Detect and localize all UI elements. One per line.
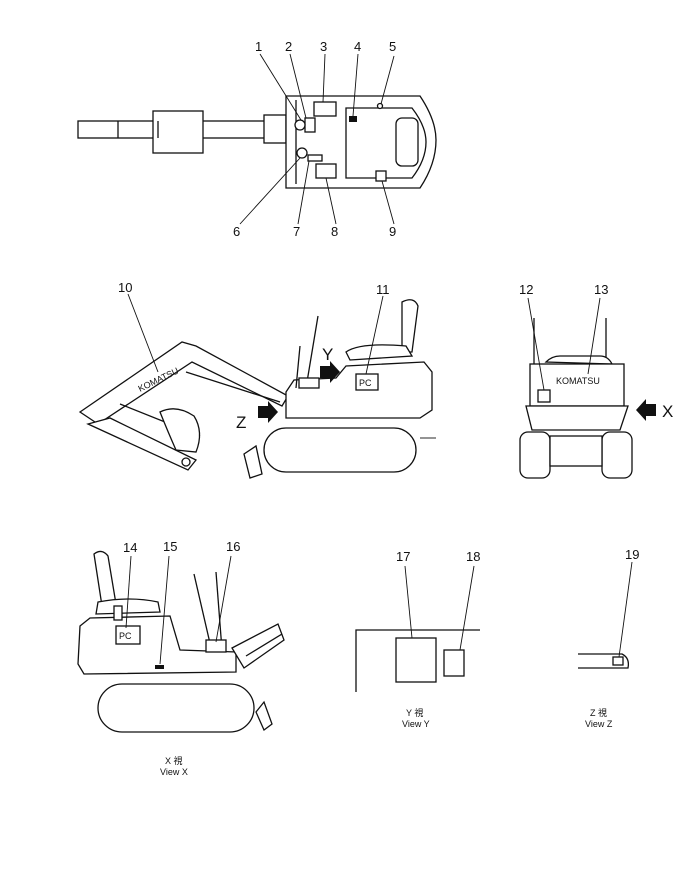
callout-9: 9: [389, 224, 396, 239]
view-x-pc-plate-text: PC: [119, 631, 132, 641]
view-letter-z: Z: [236, 413, 246, 432]
view-y-caption-jp: Y 視: [406, 707, 423, 718]
rear-brand-text: KOMATSU: [556, 376, 600, 386]
view-y-panel: [355, 565, 480, 692]
top-view-machine: [77, 95, 437, 189]
callout-13: 13: [594, 282, 608, 297]
view-z-caption-jp: Z 視: [590, 707, 607, 718]
callout-11: 11: [376, 282, 390, 297]
callout-7: 7: [293, 224, 300, 239]
callout-12: 12: [519, 282, 533, 297]
callout-8: 8: [331, 224, 338, 239]
callout-15: 15: [163, 539, 177, 554]
view-x-caption-jp: X 視: [165, 755, 183, 766]
callout-18: 18: [466, 549, 480, 564]
callout-3: 3: [320, 39, 327, 54]
callout-5: 5: [389, 39, 396, 54]
view-x-machine: PC: [77, 550, 285, 733]
view-letter-y: Y: [322, 345, 333, 364]
callout-14: 14: [123, 540, 137, 555]
view-x-leaders: [125, 555, 232, 665]
side-pc-plate-text: PC: [359, 378, 372, 388]
callout-16: 16: [226, 539, 240, 554]
view-z-panel: [578, 561, 633, 669]
rear-view-leaders: [527, 297, 601, 391]
top-view-leaders: [239, 53, 395, 225]
callout-4: 4: [354, 39, 361, 54]
side-view-machine: PC KOMATSU: [78, 299, 436, 479]
rear-view-machine: KOMATSU: [519, 318, 656, 479]
view-z-caption-en: View Z: [585, 719, 613, 729]
callout-2: 2: [285, 39, 292, 54]
side-view-leaders: [127, 293, 384, 375]
callout-17: 17: [396, 549, 410, 564]
callout-1: 1: [255, 39, 262, 54]
view-x-caption-en: View X: [160, 767, 188, 777]
top-view-callouts: 1 2 3 4 5 6 7 8 9: [233, 39, 396, 239]
view-y-caption-en: View Y: [402, 719, 430, 729]
callout-10: 10: [118, 280, 132, 295]
callout-19: 19: [625, 547, 639, 562]
callout-6: 6: [233, 224, 240, 239]
view-letter-x: X: [662, 402, 673, 421]
